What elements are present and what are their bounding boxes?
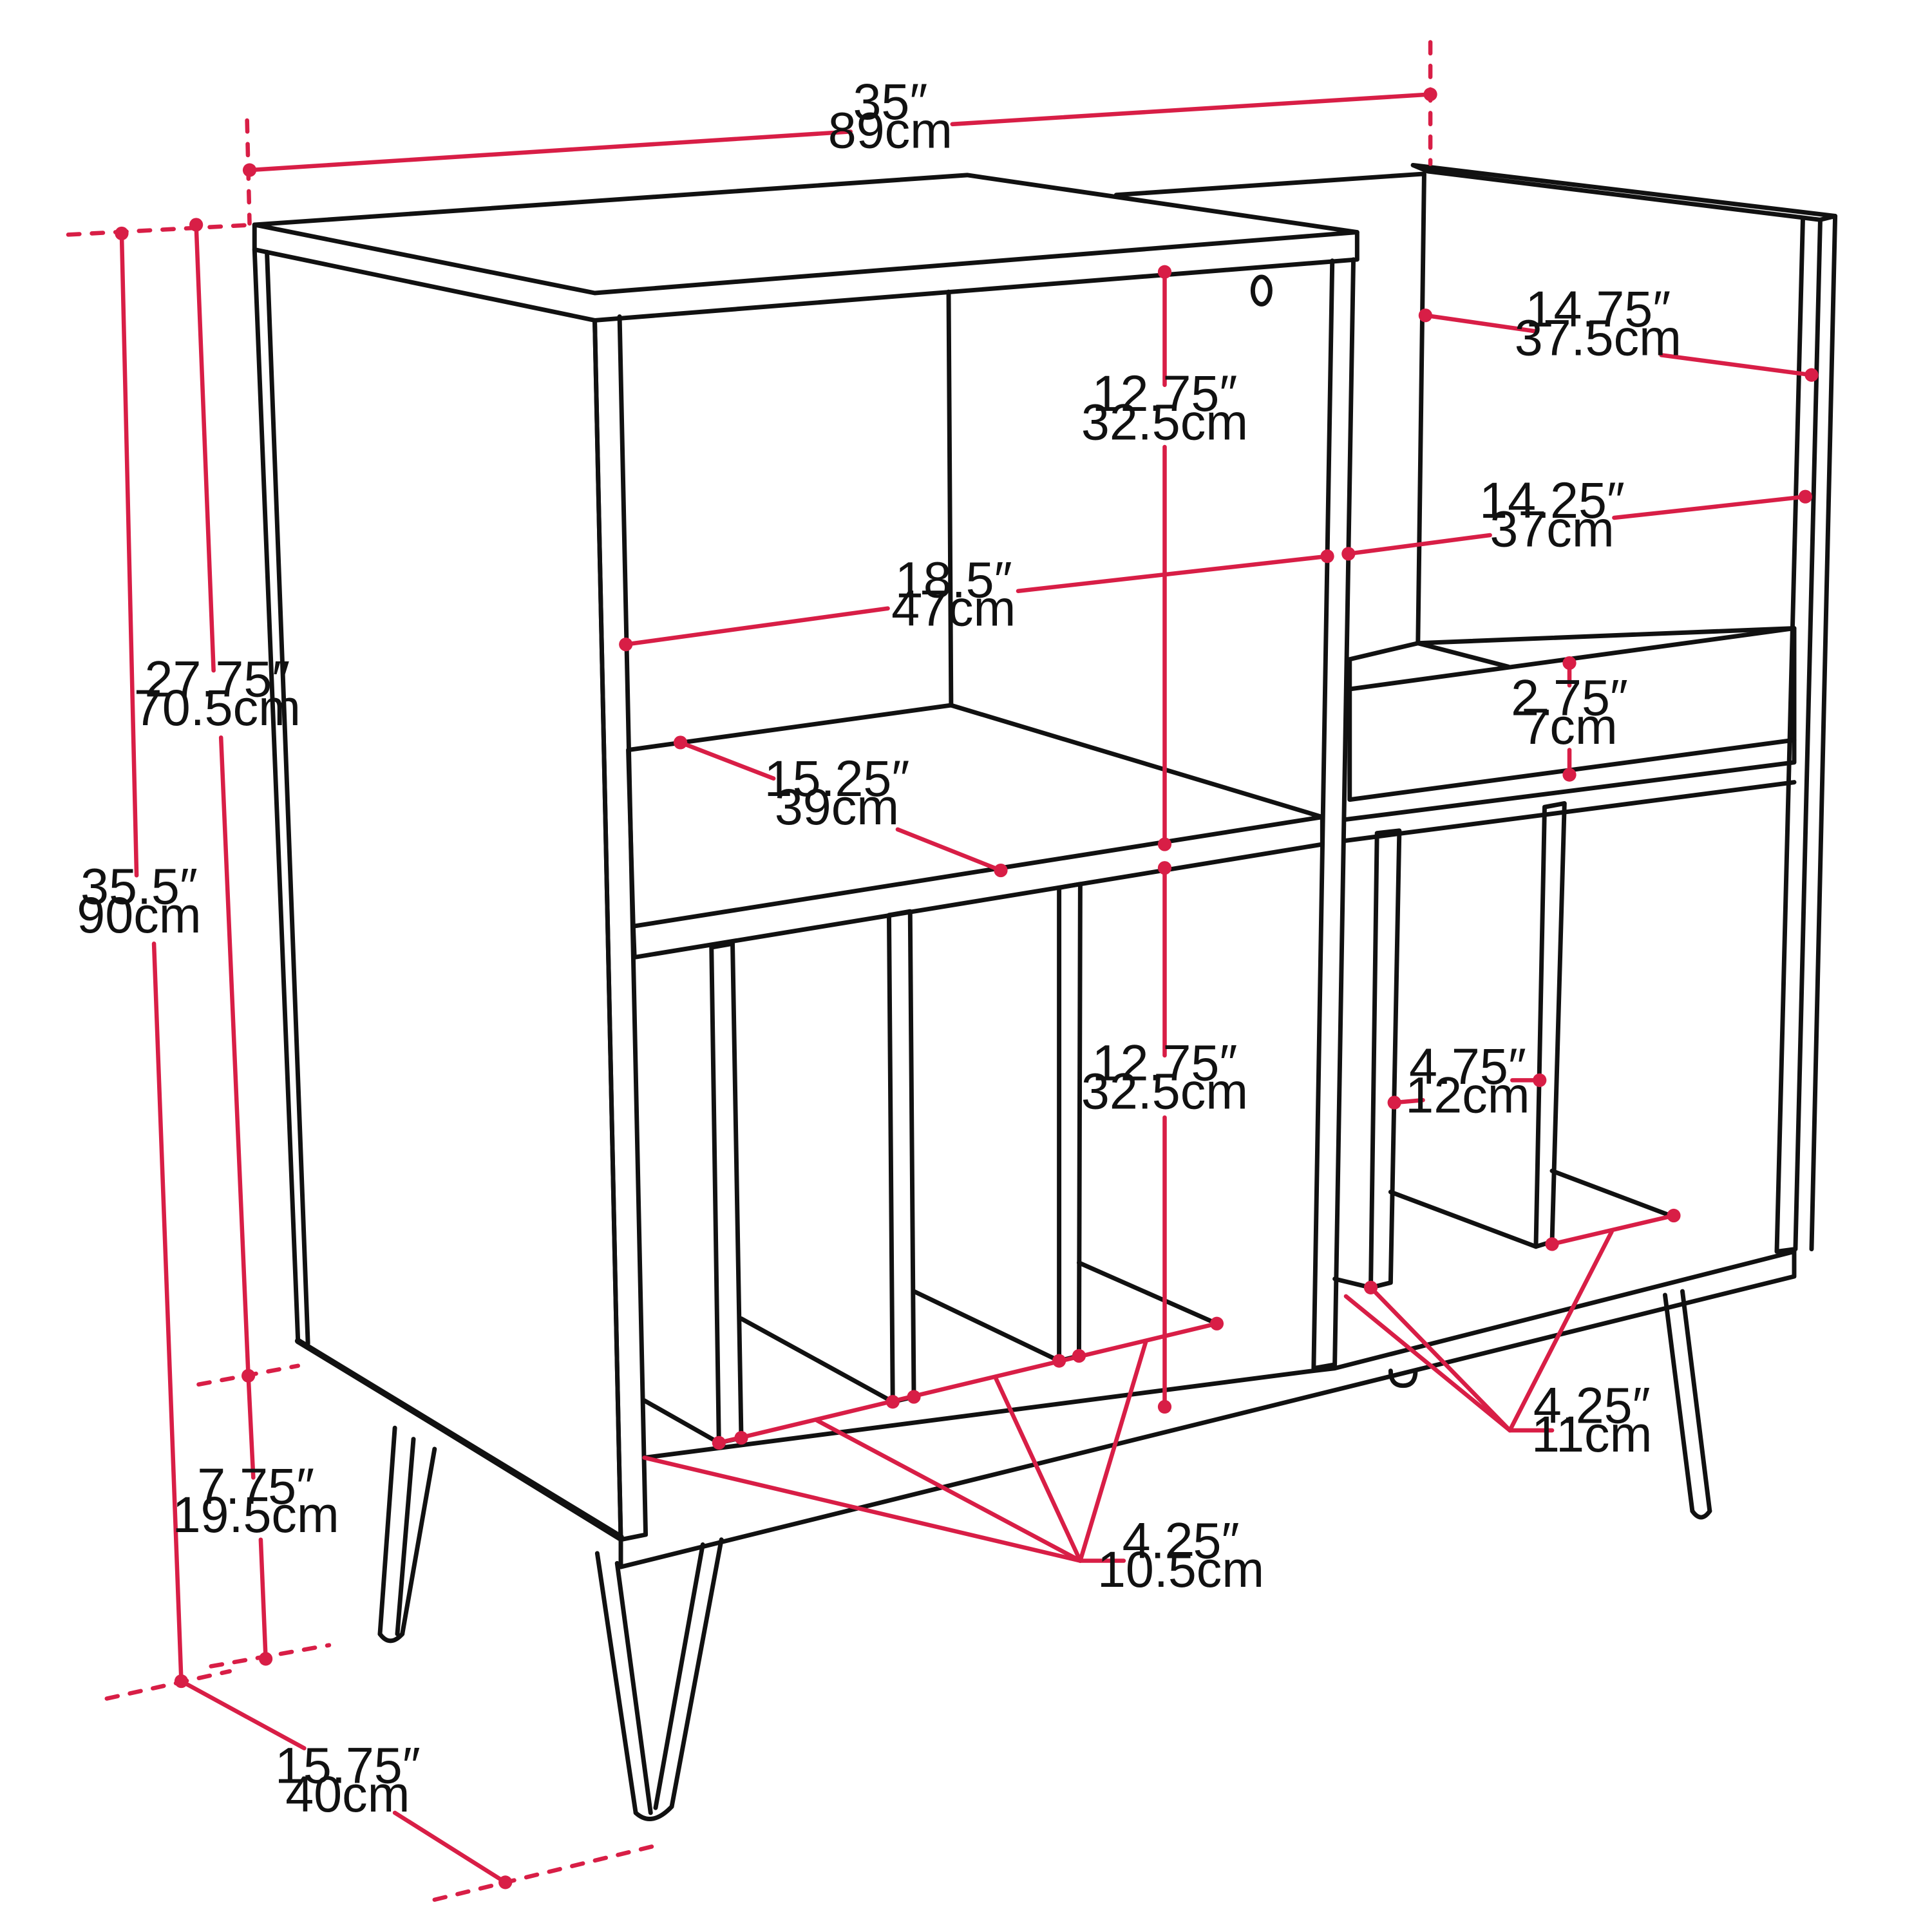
left-middle-shelf-top	[626, 703, 1325, 929]
left-top-slab	[252, 173, 1359, 296]
label-right-slot-width-cm: 11cm	[1531, 1405, 1652, 1463]
label-leg-height-in: 7.75″	[197, 1457, 314, 1515]
base-top	[642, 1249, 1797, 1460]
label-leg-height-cm: 19.5cm	[173, 1486, 339, 1543]
label-left-slot-width-in: 4.25″	[1122, 1512, 1240, 1569]
label-left-inner-width-in: 18.5″	[895, 551, 1012, 608]
left-divider-1	[709, 941, 744, 1445]
left-top-slab-front	[252, 222, 1359, 323]
left-back-corner	[946, 289, 954, 708]
label-overall-height-in: 35.5″	[80, 858, 198, 915]
right-divider-1	[1368, 828, 1402, 1290]
label-right-inner-width-in: 14.25″	[1479, 471, 1625, 529]
label-left-upper-height-in: 12.75″	[1092, 365, 1238, 422]
label-left-lower-height-in: 12.75″	[1092, 1034, 1238, 1091]
left-floor-line-2	[739, 1316, 895, 1405]
label-left-shelf-depth-in: 15.25″	[764, 750, 910, 807]
drawer-top	[1347, 626, 1797, 802]
cable-hole	[1250, 274, 1273, 307]
label-overall-width-in: 35″	[853, 73, 927, 130]
left-floor-line-4	[1076, 1260, 1219, 1326]
right-side-panel	[1774, 216, 1823, 1254]
right-floor-line-2	[1549, 1168, 1676, 1219]
label-drawer-height-in: 2.75″	[1511, 669, 1628, 726]
left-front-panel	[592, 314, 649, 1542]
hairpin-leg-front	[594, 1537, 724, 1821]
left-divider-3	[1057, 882, 1083, 1363]
label-overall-height-cm: 90cm	[77, 886, 201, 943]
right-side-panel-top	[1410, 162, 1838, 222]
label-right-divider-width-in: 4.75″	[1409, 1037, 1526, 1095]
label-left-shelf-depth-cm: 39cm	[775, 778, 899, 835]
label-left-upper-height-cm: 32.5cm	[1081, 393, 1248, 451]
left-floor-line-3	[911, 1289, 1062, 1363]
center-divider	[1311, 257, 1356, 1371]
left-middle-shelf-front	[630, 815, 1325, 960]
drawer-bottom	[1343, 737, 1797, 822]
right-divider-2	[1533, 800, 1567, 1249]
right-back-panel	[1113, 171, 1426, 646]
label-right-top-width-in: 14.75″	[1525, 280, 1671, 337]
label-depth-in: 15.75″	[275, 1737, 421, 1794]
left-side-panel-edge	[265, 249, 310, 1346]
label-right-slot-width-in: 4.25″	[1533, 1377, 1651, 1434]
label-cabinet-height-in: 27.75″	[145, 650, 290, 708]
label-drawer-height-cm: 7cm	[1521, 697, 1617, 755]
label-left-inner-width-cm: 47cm	[891, 580, 1016, 637]
cabinet-drawing	[252, 162, 1838, 1821]
base-side-edge	[294, 1338, 624, 1540]
label-cabinet-height-cm: 70.5cm	[134, 679, 301, 736]
hairpin-leg-left	[377, 1425, 437, 1643]
left-floor-line-1	[642, 1398, 721, 1445]
label-overall-width-cm: 89cm	[828, 101, 952, 158]
hairpin-leg-right	[1663, 1289, 1712, 1520]
label-left-slot-width-cm: 10.5cm	[1097, 1540, 1264, 1598]
base-front	[618, 1249, 1797, 1569]
back-leg-knob	[1388, 1368, 1418, 1388]
label-right-inner-width-cm: 37cm	[1490, 500, 1614, 557]
drawer-back	[1416, 641, 1511, 669]
drawer-under	[1343, 780, 1797, 843]
right-floor-line-1	[1388, 1189, 1539, 1249]
dimension-labels: 35″ 89cm 35.5″ 90cm 27.75″ 70.5cm 7.75″ …	[77, 73, 1681, 1823]
label-right-top-width-cm: 37.5cm	[1515, 308, 1681, 366]
label-left-lower-height-cm: 32.5cm	[1081, 1063, 1248, 1120]
label-right-divider-width-cm: 12cm	[1405, 1066, 1530, 1124]
label-depth-cm: 40cm	[285, 1765, 410, 1823]
right-side-inner	[1809, 214, 1838, 1252]
dimension-lines	[66, 40, 1819, 1902]
left-divider-2	[886, 909, 916, 1405]
